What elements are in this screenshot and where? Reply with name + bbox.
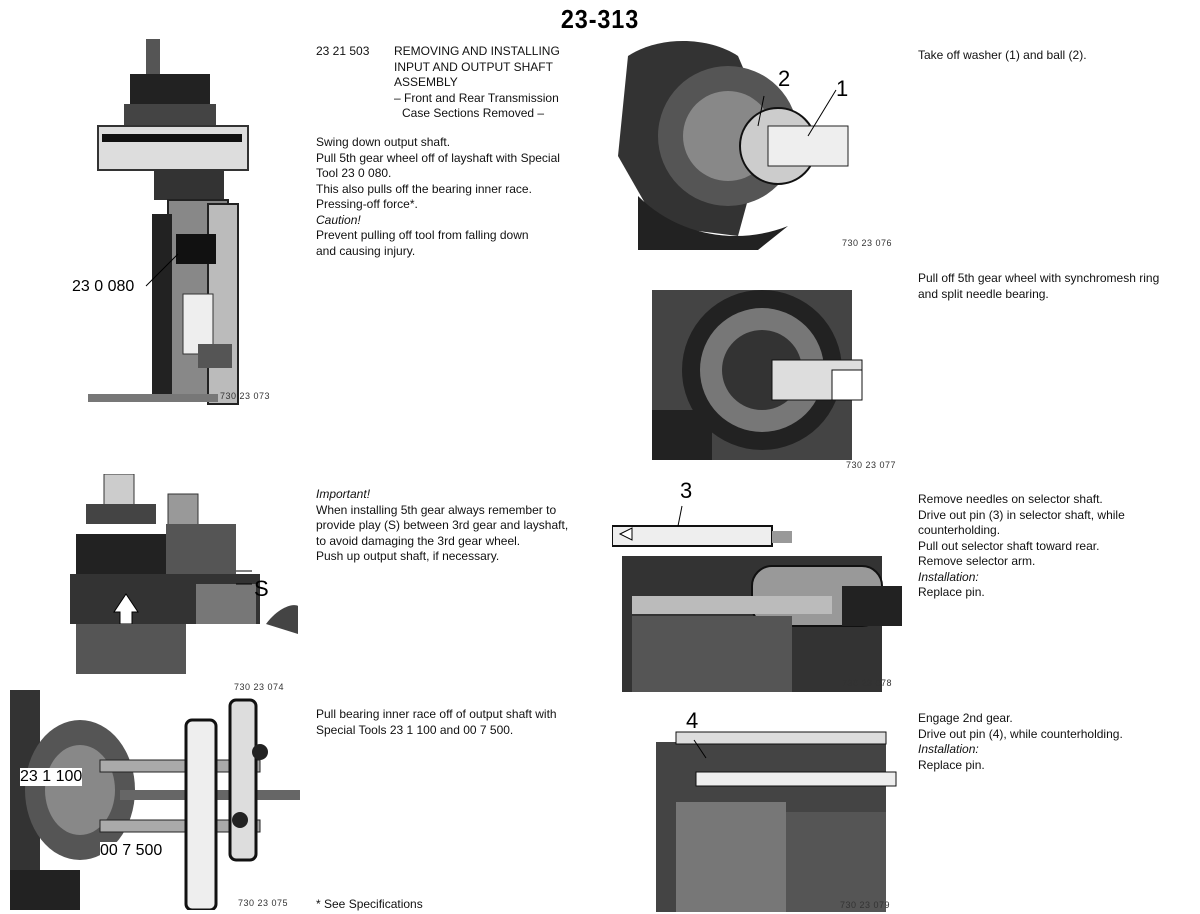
instruction-line: Replace pin. [918, 585, 985, 599]
callout-1: 1 [836, 76, 849, 101]
instruction-line: Remove selector arm. [918, 554, 1036, 568]
instruction-line: and split needle bearing. [918, 286, 1049, 301]
section-subtitle-line: – Front and Rear Transmission [394, 90, 559, 105]
instruction-line: Engage 2nd gear. [918, 711, 1013, 725]
section-title-line: REMOVING AND INSTALLING [394, 44, 560, 58]
instructions-block-1: Swing down output shaft. Pull 5th gear w… [316, 135, 606, 259]
installation-heading: Installation: [918, 742, 979, 756]
callout-23-1-100: 23 1 100 [20, 768, 83, 786]
figure-code: 730 23 077 [846, 460, 897, 470]
instruction-line: This also pulls off the bearing inner ra… [316, 181, 532, 196]
figure-code: 730 23 078 [842, 678, 893, 688]
instruction-line: to avoid damaging the 3rd gear wheel. [316, 533, 521, 548]
caution-heading: Caution! [316, 212, 361, 227]
transmission-shaft-illustration [88, 39, 249, 405]
figure-code: 730 23 075 [238, 898, 289, 908]
instruction-line: Pull off 5th gear wheel with synchromesh… [918, 271, 1160, 285]
section-code: 23 21 503 [316, 44, 370, 58]
figure-730-23-073 [58, 34, 286, 410]
figure-code: 730 23 079 [840, 900, 891, 910]
right-instructions-block-1: Take off washer (1) and ball (2). [918, 48, 1188, 64]
footnote: * See Specifications [316, 897, 423, 911]
figure-730-23-074 [46, 474, 298, 680]
instruction-line: Drive out pin (3) in selector shaft, whi… [918, 507, 1125, 522]
fifth-gear-illustration [652, 290, 863, 460]
instruction-line: Special Tools 23 1 100 and 00 7 500. [316, 722, 514, 737]
figure-730-23-079 [636, 712, 902, 912]
right-instructions-block-2: Pull off 5th gear wheel with synchromesh… [918, 271, 1188, 302]
callout-4: 4 [686, 708, 699, 733]
instruction-line: Replace pin. [918, 757, 985, 772]
callout-00-7-500: 00 7 500 [100, 842, 163, 860]
second-gear-pin-illustration [636, 712, 902, 912]
figure-code: 730 23 076 [842, 238, 893, 248]
installation-heading: Installation: [918, 569, 979, 584]
section-subtitle-line: Case Sections Removed – [402, 106, 545, 120]
bearing-puller-illustration [10, 690, 300, 910]
instruction-line: provide play (S) between 3rd gear and la… [316, 518, 569, 532]
figure-730-23-078 [612, 486, 902, 692]
figure-730-23-076 [618, 36, 896, 250]
figure-730-23-075 [10, 690, 302, 910]
right-instructions-block-4: Engage 2nd gear. Drive out pin (4), whil… [918, 711, 1188, 773]
selector-shaft-illustration [612, 505, 902, 692]
instruction-line: Tool 23 0 080. [316, 166, 392, 180]
section-title-line: ASSEMBLY [394, 75, 458, 89]
instruction-line: counterholding. [918, 523, 1001, 537]
figure-code: 730 23 073 [220, 391, 271, 401]
instruction-line: Pull out selector shaft toward rear. [918, 538, 1100, 553]
right-instructions-block-3: Remove needles on selector shaft. Drive … [918, 492, 1188, 601]
callout-s: S [254, 576, 269, 601]
figure-code: 730 23 074 [234, 682, 285, 692]
instruction-line: Pull bearing inner race off of output sh… [316, 707, 557, 721]
instruction-line: Swing down output shaft. [316, 135, 451, 149]
section-title-line: INPUT AND OUTPUT SHAFT [394, 59, 553, 74]
instruction-line: Drive out pin (4), while counterholding. [918, 726, 1123, 741]
page-number: 23-313 [560, 4, 640, 34]
instructions-block-2: Important! When installing 5th gear alwa… [316, 487, 606, 565]
callout-3: 3 [680, 478, 693, 503]
instructions-block-3: Pull bearing inner race off of output sh… [316, 707, 606, 738]
instruction-line: Push up output shaft, if necessary. [316, 549, 500, 563]
instruction-line: Take off washer (1) and ball (2). [918, 48, 1087, 62]
instruction-line: Remove needles on selector shaft. [918, 492, 1103, 506]
instruction-line: Pressing-off force*. [316, 197, 418, 211]
instruction-line: When installing 5th gear always remember… [316, 502, 557, 517]
instruction-line: Pull 5th gear wheel off of layshaft with… [316, 150, 560, 165]
instruction-line: and causing injury. [316, 243, 416, 258]
important-heading: Important! [316, 487, 371, 501]
washer-ball-illustration [618, 41, 849, 250]
figure-730-23-077 [652, 260, 896, 460]
gear-play-illustration [70, 474, 298, 674]
instruction-line: Prevent pulling off tool from falling do… [316, 228, 529, 242]
callout-2: 2 [778, 66, 791, 91]
callout-23-0-080: 23 0 080 [72, 278, 135, 295]
